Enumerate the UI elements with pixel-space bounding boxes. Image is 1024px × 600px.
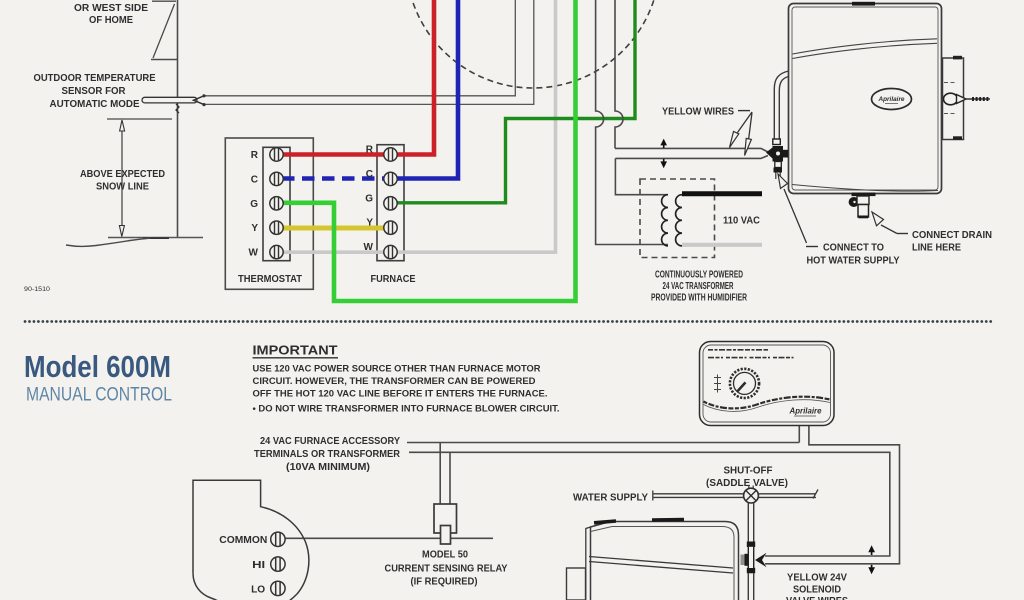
svg-text:ABOVE EXPECTED: ABOVE EXPECTED bbox=[80, 169, 165, 180]
svg-text:W: W bbox=[249, 248, 259, 259]
svg-text:FURNACE: FURNACE bbox=[371, 274, 416, 285]
svg-text:Aprilaire: Aprilaire bbox=[789, 407, 823, 416]
svg-text:VALVE WIRES: VALVE WIRES bbox=[786, 596, 848, 600]
svg-text:HI: HI bbox=[252, 559, 265, 571]
svg-text:HOT WATER SUPPLY: HOT WATER SUPPLY bbox=[807, 256, 900, 267]
svg-text:IMPORTANT: IMPORTANT bbox=[253, 344, 338, 358]
svg-text:CIRCUIT. HOWEVER, THE TRANSFO: CIRCUIT. HOWEVER, THE TRANSFORMER CAN BE… bbox=[253, 376, 537, 386]
svg-text:OF HOME: OF HOME bbox=[89, 15, 133, 26]
svg-text:LINE HERE: LINE HERE bbox=[912, 243, 961, 254]
svg-text:CURRENT SENSING RELAY: CURRENT SENSING RELAY bbox=[385, 564, 508, 575]
svg-text:G: G bbox=[250, 199, 258, 210]
svg-text:OR WEST SIDE: OR WEST SIDE bbox=[74, 3, 148, 14]
svg-text:W: W bbox=[364, 242, 374, 253]
svg-text:SOLENOID: SOLENOID bbox=[793, 585, 841, 596]
svg-text:C: C bbox=[251, 174, 258, 185]
svg-text:AUTOMATIC MODE: AUTOMATIC MODE bbox=[50, 99, 140, 110]
svg-text:TERMINALS OR TRANSFORMER: TERMINALS OR TRANSFORMER bbox=[254, 449, 401, 460]
svg-text:YELLOW WIRES: YELLOW WIRES bbox=[662, 107, 734, 118]
svg-text:24 VAC FURNACE ACCESSORY: 24 VAC FURNACE ACCESSORY bbox=[260, 436, 400, 447]
svg-text:COMMON: COMMON bbox=[219, 534, 267, 546]
svg-text:USE 120 VAC POWER SOURCE OTHER: USE 120 VAC POWER SOURCE OTHER THAN FURN… bbox=[253, 364, 542, 374]
svg-text:CONNECT DRAIN: CONNECT DRAIN bbox=[912, 230, 992, 241]
svg-text:G: G bbox=[365, 193, 373, 204]
svg-text:MANUAL CONTROL: MANUAL CONTROL bbox=[26, 385, 172, 406]
svg-text:C: C bbox=[366, 169, 373, 180]
svg-text:110 VAC: 110 VAC bbox=[723, 216, 760, 227]
svg-text:R: R bbox=[251, 150, 259, 161]
svg-text:MODEL 50: MODEL 50 bbox=[422, 550, 468, 561]
svg-text:SNOW LINE: SNOW LINE bbox=[96, 182, 149, 193]
svg-text:OFF THE HOT 120 VAC LINE BEFOR: OFF THE HOT 120 VAC LINE BEFORE IT ENTER… bbox=[253, 389, 548, 399]
svg-text:CONNECT TO: CONNECT TO bbox=[823, 243, 884, 254]
svg-text:Y: Y bbox=[251, 223, 258, 234]
svg-text:24 VAC TRANSFORMER: 24 VAC TRANSFORMER bbox=[663, 281, 734, 292]
svg-text:Model 600M: Model 600M bbox=[24, 350, 171, 384]
svg-text:WATER SUPPLY: WATER SUPPLY bbox=[573, 493, 648, 504]
svg-text:90-1510: 90-1510 bbox=[24, 286, 50, 293]
svg-text:PROVIDED WITH HUMIDIFIER: PROVIDED WITH HUMIDIFIER bbox=[651, 293, 748, 304]
svg-text:• DO NOT WIRE TRANSFORMER INTO: • DO NOT WIRE TRANSFORMER INTO FURNACE B… bbox=[253, 404, 560, 414]
svg-text:(IF REQUIRED): (IF REQUIRED) bbox=[411, 577, 478, 588]
svg-text:LO: LO bbox=[251, 583, 265, 595]
svg-text:R: R bbox=[366, 145, 374, 156]
svg-text:YELLOW 24V: YELLOW 24V bbox=[787, 573, 847, 584]
svg-text:(10VA MINIMUM): (10VA MINIMUM) bbox=[286, 462, 370, 473]
svg-text:SHUT-OFF: SHUT-OFF bbox=[724, 466, 773, 477]
svg-text:(SADDLE VALVE): (SADDLE VALVE) bbox=[706, 478, 788, 489]
svg-text:OUTDOOR TEMPERATURE: OUTDOOR TEMPERATURE bbox=[34, 73, 156, 84]
svg-text:SENSOR FOR: SENSOR FOR bbox=[62, 86, 127, 97]
svg-text:THERMOSTAT: THERMOSTAT bbox=[238, 274, 302, 285]
svg-text:Aprilaire: Aprilaire bbox=[877, 97, 905, 103]
svg-text:Y: Y bbox=[366, 218, 373, 229]
svg-text:CONTINUOUSLY POWERED: CONTINUOUSLY POWERED bbox=[655, 270, 743, 281]
